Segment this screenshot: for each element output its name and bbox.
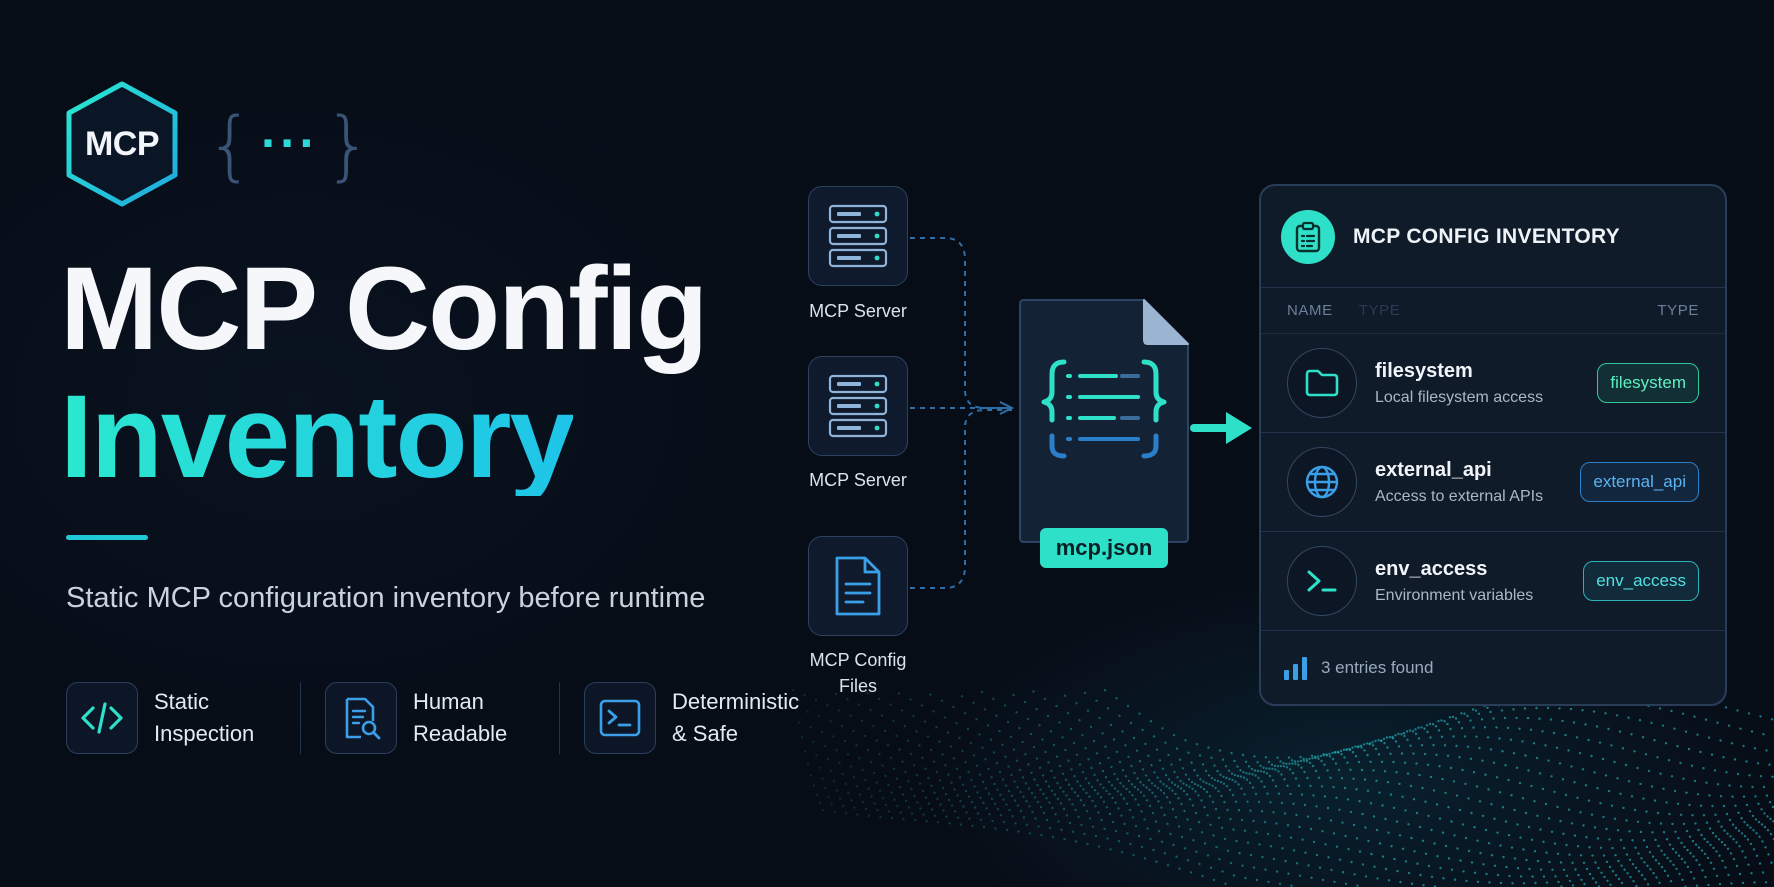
column-type: TYPE <box>1657 302 1699 319</box>
source-label: MCP Config Files <box>788 647 928 699</box>
bar-chart-icon <box>1284 657 1307 680</box>
file-icon <box>835 556 881 616</box>
row-name: filesystem <box>1375 359 1473 382</box>
hero-subtitle: Static MCP configuration inventory befor… <box>66 582 706 614</box>
type-tag: env_access <box>1583 561 1699 601</box>
feature-label-line2: Inspection <box>154 721 255 746</box>
feature-label: Human Readable <box>413 686 533 750</box>
feature-label-line1: Static <box>154 689 210 714</box>
column-header: NAME TYPE TYPE <box>1261 288 1725 334</box>
file-name-badge: mcp.json <box>1040 528 1168 568</box>
table-row[interactable]: env_access Environment variables env_acc… <box>1261 532 1725 631</box>
source-label: MCP Server <box>809 301 907 321</box>
row-text: env_access Environment variables <box>1375 558 1583 605</box>
brace-close: } <box>323 99 373 189</box>
column-name: NAME <box>1287 302 1333 319</box>
feature-deterministic-safe: Deterministic & Safe <box>559 682 848 754</box>
panel-title: MCP CONFIG INVENTORY <box>1353 224 1620 248</box>
terminal-icon <box>1287 546 1357 616</box>
panel-footer: 3 entries found <box>1261 631 1725 704</box>
braces-logo: { ··· } <box>206 99 373 189</box>
folder-icon <box>1287 348 1357 418</box>
feature-label-line2: Readable <box>413 721 508 746</box>
feature-label-line1: Human <box>413 689 484 714</box>
inventory-panel: MCP CONFIG INVENTORY NAME TYPE TYPE file… <box>1259 184 1727 706</box>
type-tag: external_api <box>1580 462 1699 502</box>
mcp-config-files-node <box>808 536 908 636</box>
mcp-json-file <box>1019 299 1189 543</box>
row-text: external_api Access to external APIs <box>1375 459 1580 506</box>
feature-static-inspection: Static Inspection <box>66 682 300 754</box>
feature-label: Deterministic & Safe <box>672 686 822 750</box>
row-name: env_access <box>1375 557 1488 580</box>
row-name: external_api <box>1375 458 1492 481</box>
clipboard-icon <box>1281 209 1335 264</box>
terminal-icon <box>584 682 656 754</box>
document-search-icon <box>325 682 397 754</box>
type-tag: filesystem <box>1597 363 1699 403</box>
hero-title-line1: MCP Config <box>60 243 708 375</box>
server-icon <box>828 374 888 438</box>
table-row[interactable]: external_api Access to external APIs ext… <box>1261 433 1725 532</box>
source-label-line2: Files <box>838 676 877 696</box>
title-underline <box>66 535 148 540</box>
brace-open: { <box>206 99 255 189</box>
ellipsis: ··· <box>260 121 318 167</box>
feature-human-readable: Human Readable <box>300 682 559 754</box>
column-type-faded: TYPE <box>1358 302 1401 319</box>
feature-label-line1: Deterministic <box>672 689 800 714</box>
server-icon <box>828 204 888 268</box>
row-description: Environment variables <box>1375 586 1534 604</box>
row-description: Local filesystem access <box>1375 388 1544 406</box>
feature-label: Static Inspection <box>154 686 274 750</box>
feature-list: Static Inspection Human Readable Determi… <box>66 682 848 754</box>
logo-text: MCP <box>84 124 160 163</box>
mcp-hexagon-logo <box>66 81 178 207</box>
source-label: MCP Server <box>809 470 907 490</box>
mcp-server-node <box>808 356 908 456</box>
hero-title-line2: Inventory <box>60 371 575 503</box>
panel-header: MCP CONFIG INVENTORY <box>1261 186 1725 288</box>
code-icon <box>66 682 138 754</box>
mcp-server-node <box>808 186 908 286</box>
row-text: filesystem Local filesystem access <box>1375 360 1597 407</box>
row-description: Access to external APIs <box>1375 487 1544 505</box>
table-row[interactable]: filesystem Local filesystem access files… <box>1261 334 1725 433</box>
feature-label-line2: & Safe <box>672 721 739 746</box>
globe-icon <box>1287 447 1357 517</box>
source-label-line1: MCP Config <box>809 650 907 670</box>
entries-count: 3 entries found <box>1321 658 1434 677</box>
